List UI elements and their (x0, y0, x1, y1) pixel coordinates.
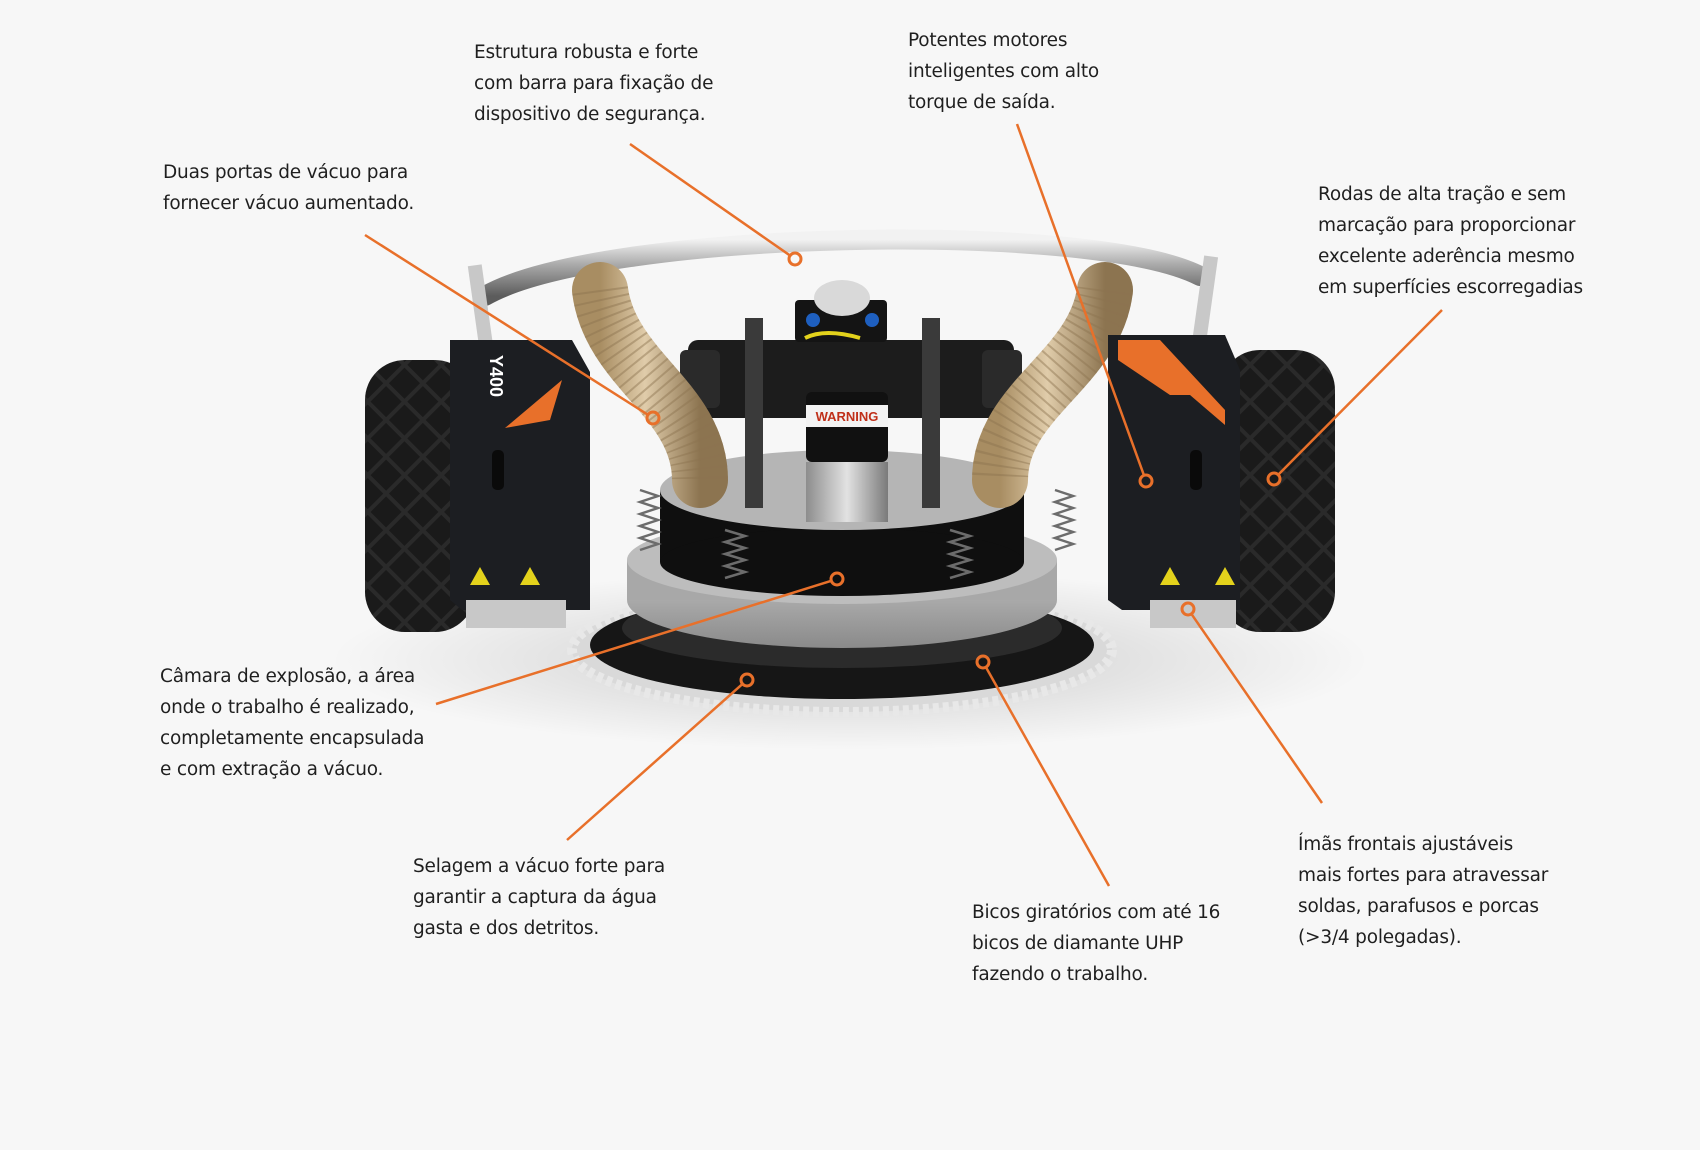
callout-line: Rodas de alta tração e sem (1318, 184, 1566, 205)
callout-vacuum-seal: Selagem a vácuo forte para garantir a ca… (413, 851, 665, 944)
callout-line: fornecer vácuo aumentado. (163, 193, 415, 214)
callout-blast-chamber: Câmara de explosão, a área onde o trabal… (160, 661, 424, 785)
callout-line: onde o trabalho é realizado, (160, 697, 415, 718)
callout-line: excelente aderência mesmo (1318, 246, 1575, 267)
motor-housing (680, 280, 1022, 522)
left-drive-module: Y400 (365, 340, 590, 632)
callout-line: Estrutura robusta e forte (474, 42, 699, 63)
callout-line: Bicos giratórios com até 16 (972, 902, 1221, 923)
callout-line: Potentes motores (908, 30, 1068, 51)
callout-line: soldas, parafusos e porcas (1298, 896, 1539, 917)
callout-frame: Estrutura robusta e forte com barra para… (474, 37, 713, 130)
callout-line: gasta e dos detritos. (413, 918, 600, 939)
callout-line: torque de saída. (908, 92, 1056, 113)
warning-label: WARNING (816, 409, 879, 424)
callout-vacuum-ports: Duas portas de vácuo para fornecer vácuo… (163, 157, 414, 219)
callout-line: mais fortes para atravessar (1298, 865, 1549, 886)
callout-line: dispositivo de segurança. (474, 104, 706, 125)
callout-line: Câmara de explosão, a área (160, 666, 415, 687)
callout-line: marcação para proporcionar (1318, 215, 1576, 236)
callout-line: (>3/4 polegadas). (1298, 927, 1462, 948)
callout-line: com barra para fixação de (474, 73, 714, 94)
callout-line: garantir a captura da água (413, 887, 657, 908)
callout-wheels: Rodas de alta tração e sem marcação para… (1318, 179, 1583, 303)
callout-line: Ímãs frontais ajustáveis (1298, 834, 1514, 855)
model-label: Y400 (486, 355, 506, 397)
callout-motors: Potentes motores inteligentes com alto t… (908, 25, 1099, 118)
callout-nozzles: Bicos giratórios com até 16 bicos de dia… (972, 897, 1220, 990)
callout-line: inteligentes com alto (908, 61, 1100, 82)
callout-line: completamente encapsulada (160, 728, 425, 749)
callout-line: e com extração a vácuo. (160, 759, 384, 780)
callout-line: Duas portas de vácuo para (163, 162, 409, 183)
right-drive-module (1108, 335, 1335, 632)
callout-line: fazendo o trabalho. (972, 964, 1149, 985)
springs (636, 488, 1077, 580)
callout-magnets: Ímãs frontais ajustáveis mais fortes par… (1298, 829, 1548, 953)
callout-line: em superfícies escorregadias (1318, 277, 1583, 298)
callout-line: Selagem a vácuo forte para (413, 856, 666, 877)
callout-line: bicos de diamante UHP (972, 933, 1184, 954)
